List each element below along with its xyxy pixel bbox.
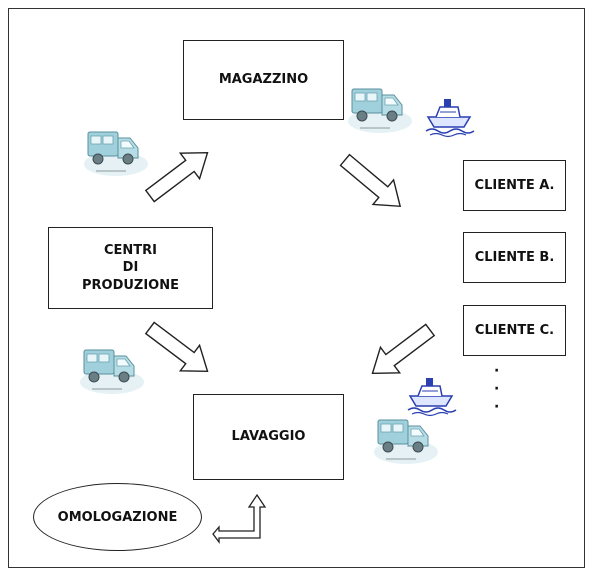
truck-icon: [373, 419, 439, 465]
truck-icon: [347, 88, 413, 134]
ellipsis-dot: ·: [494, 381, 500, 397]
centri-label-line3: PRODUZIONE: [81, 277, 179, 293]
cliente-b-box: CLIENTE B.: [463, 232, 566, 283]
diagram-frame: [8, 8, 585, 568]
cliente-a-box: CLIENTE A.: [463, 160, 566, 211]
arrow-lavaggio-omologazione-loop: [212, 493, 267, 544]
omologazione-label: OMOLOGAZIONE: [57, 509, 178, 525]
lavaggio-box: LAVAGGIO: [193, 394, 344, 480]
centri-di-produzione-box: CENTRI DI PRODUZIONE: [48, 227, 213, 309]
cliente-c-box: CLIENTE C.: [463, 305, 566, 356]
arrow-centri-to-lavaggio: [139, 314, 218, 385]
cliente-c-label: CLIENTE C.: [474, 322, 555, 338]
ellipsis-dot: ·: [494, 363, 500, 379]
truck-icon: [83, 131, 149, 177]
magazzino-box: MAGAZZINO: [183, 40, 344, 120]
ship-icon: [407, 377, 457, 417]
cliente-a-label: CLIENTE A.: [474, 177, 555, 193]
cliente-b-label: CLIENTE B.: [474, 249, 555, 265]
arrow-centri-to-magazzino: [139, 139, 218, 210]
lavaggio-label: LAVAGGIO: [231, 429, 306, 445]
omologazione-ellipse: OMOLOGAZIONE: [33, 483, 202, 551]
truck-icon: [79, 349, 145, 395]
ship-icon: [425, 98, 475, 138]
centri-label-line1: CENTRI: [103, 242, 157, 258]
arrow-clienti-to-lavaggio: [362, 316, 441, 387]
more-clients-ellipsis: · · ·: [494, 362, 504, 416]
arrow-magazzino-to-clienti: [334, 147, 412, 220]
centri-label-line2: DI: [122, 260, 139, 276]
magazzino-label: MAGAZZINO: [218, 72, 309, 88]
ellipsis-dot: ·: [494, 399, 500, 415]
